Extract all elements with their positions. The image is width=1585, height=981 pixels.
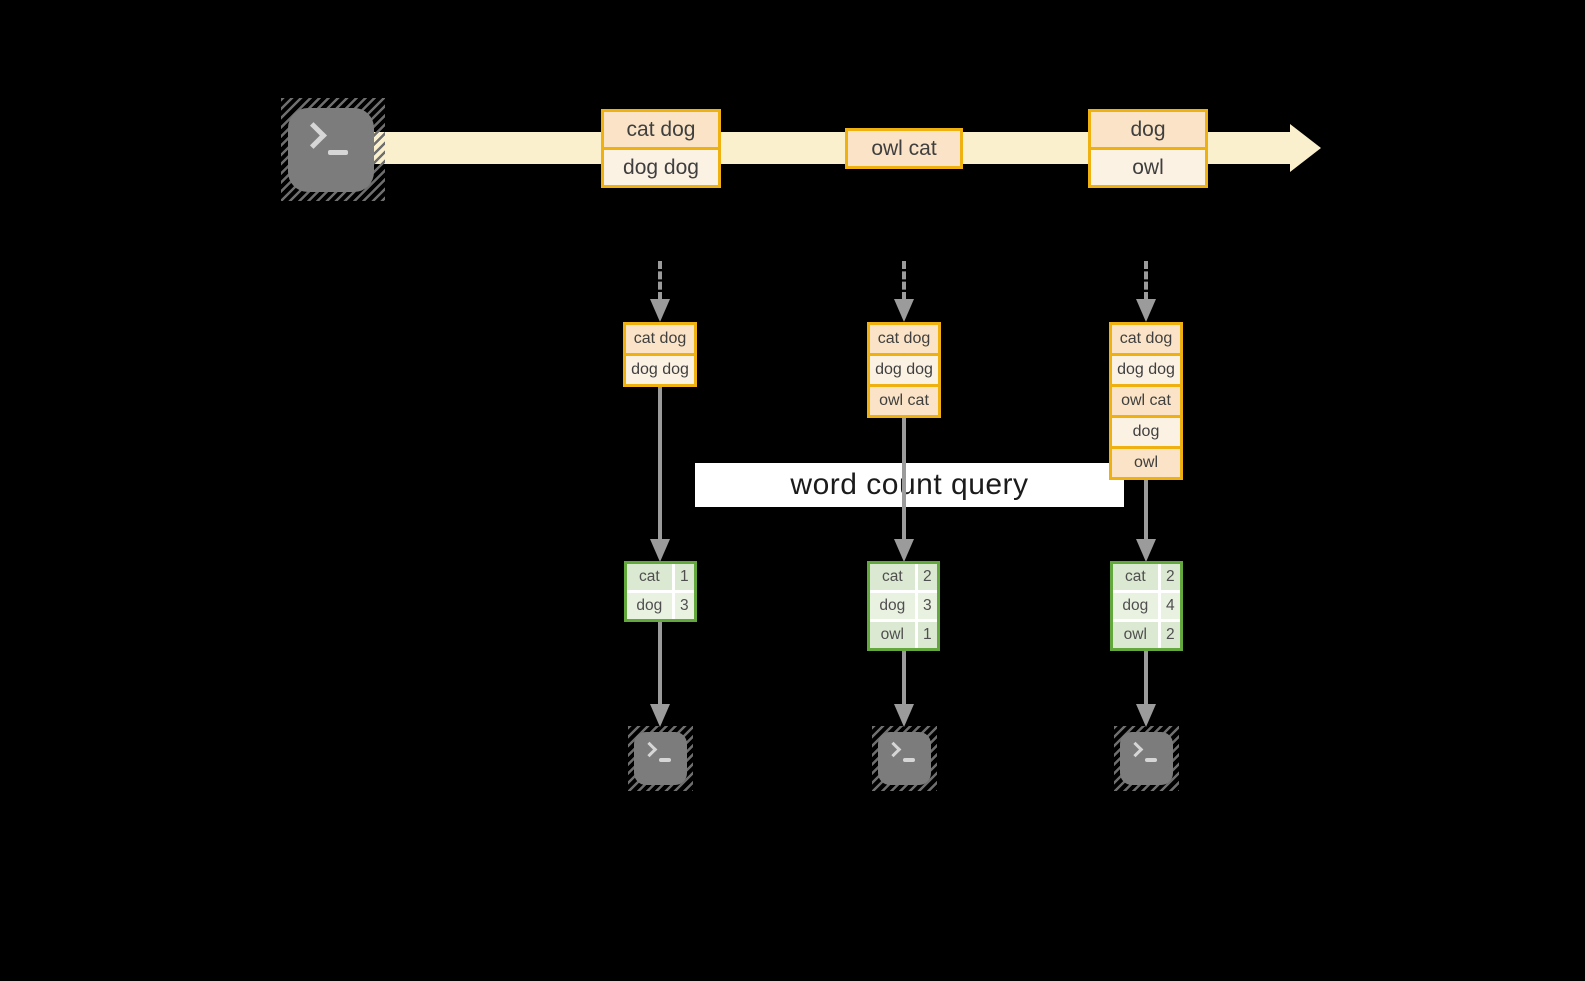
state-cell: owl cat bbox=[1112, 387, 1180, 415]
flow-arrowhead-icon bbox=[1136, 539, 1156, 562]
flow-arrowhead-icon bbox=[650, 539, 670, 562]
count-table: cat 1 dog 3 bbox=[624, 561, 697, 622]
flow-arrowhead-icon bbox=[894, 539, 914, 562]
prompt-chevron-icon bbox=[1127, 741, 1144, 758]
count-word-cell: dog bbox=[627, 593, 672, 619]
flow-arrow bbox=[902, 418, 906, 539]
sink-terminal-icon bbox=[628, 726, 693, 791]
prompt-chevron-icon bbox=[641, 741, 658, 758]
count-row: dog 3 bbox=[870, 593, 937, 619]
state-box: cat dog dog dog owl cat bbox=[867, 322, 941, 418]
stream-arrowhead-icon bbox=[1290, 124, 1321, 172]
state-cell: owl bbox=[1112, 449, 1180, 477]
count-table: cat 2 dog 3 owl 1 bbox=[867, 561, 940, 651]
dashed-arrowhead-icon bbox=[650, 299, 670, 322]
count-word-cell: cat bbox=[1113, 564, 1158, 590]
terminal-screen bbox=[878, 732, 931, 785]
flow-arrow bbox=[658, 387, 662, 539]
count-value-cell: 3 bbox=[917, 593, 937, 619]
state-box: cat dog dog dog owl cat dog owl bbox=[1109, 322, 1183, 480]
flow-arrow bbox=[902, 651, 906, 704]
dashed-arrow bbox=[902, 261, 906, 300]
stream-record-box: dog owl bbox=[1088, 109, 1208, 188]
state-cell: dog dog bbox=[626, 356, 694, 384]
flow-arrowhead-icon bbox=[894, 704, 914, 727]
count-row: owl 2 bbox=[1113, 622, 1180, 648]
state-cell: dog dog bbox=[1112, 356, 1180, 384]
terminal-screen bbox=[288, 108, 374, 192]
count-row: cat 2 bbox=[870, 564, 937, 590]
stream-record-box: owl cat bbox=[845, 128, 963, 169]
count-row: cat 2 bbox=[1113, 564, 1180, 590]
prompt-cursor-icon bbox=[659, 758, 671, 762]
stream-record-cell: owl cat bbox=[848, 131, 960, 166]
count-word-cell: owl bbox=[1113, 622, 1158, 648]
stream-record-cell: owl bbox=[1091, 150, 1205, 185]
count-row: owl 1 bbox=[870, 622, 937, 648]
state-box: cat dog dog dog bbox=[623, 322, 697, 387]
count-word-cell: cat bbox=[870, 564, 915, 590]
dashed-arrow bbox=[1144, 261, 1148, 300]
state-cell: cat dog bbox=[1112, 325, 1180, 353]
terminal-screen bbox=[1120, 732, 1173, 785]
stream-record-cell: dog dog bbox=[604, 150, 718, 185]
flow-arrow bbox=[1144, 480, 1148, 539]
count-word-cell: dog bbox=[870, 593, 915, 619]
state-cell: cat dog bbox=[626, 325, 694, 353]
count-value-cell: 2 bbox=[917, 564, 937, 590]
state-cell: dog dog bbox=[870, 356, 938, 384]
sink-terminal-icon bbox=[872, 726, 937, 791]
dashed-arrowhead-icon bbox=[1136, 299, 1156, 322]
count-value-cell: 3 bbox=[674, 593, 694, 619]
source-terminal-icon bbox=[281, 98, 385, 201]
count-row: cat 1 bbox=[627, 564, 694, 590]
stream-record-cell: cat dog bbox=[604, 112, 718, 147]
prompt-cursor-icon bbox=[1145, 758, 1157, 762]
count-value-cell: 2 bbox=[1160, 564, 1180, 590]
count-value-cell: 2 bbox=[1160, 622, 1180, 648]
flow-arrowhead-icon bbox=[650, 704, 670, 727]
count-row: dog 3 bbox=[627, 593, 694, 619]
flow-arrowhead-icon bbox=[1136, 704, 1156, 727]
count-word-cell: cat bbox=[627, 564, 672, 590]
count-word-cell: owl bbox=[870, 622, 915, 648]
stream-record-cell: dog bbox=[1091, 112, 1205, 147]
count-table: cat 2 dog 4 owl 2 bbox=[1110, 561, 1183, 651]
prompt-cursor-icon bbox=[903, 758, 915, 762]
flow-arrow bbox=[1144, 651, 1148, 704]
terminal-screen bbox=[634, 732, 687, 785]
state-cell: dog bbox=[1112, 418, 1180, 446]
stream-record-box: cat dog dog dog bbox=[601, 109, 721, 188]
prompt-cursor-icon bbox=[328, 150, 348, 155]
count-value-cell: 4 bbox=[1160, 593, 1180, 619]
sink-terminal-icon bbox=[1114, 726, 1179, 791]
count-row: dog 4 bbox=[1113, 593, 1180, 619]
count-value-cell: 1 bbox=[674, 564, 694, 590]
state-cell: owl cat bbox=[870, 387, 938, 415]
query-label: word count query bbox=[695, 463, 1124, 507]
count-value-cell: 1 bbox=[917, 622, 937, 648]
count-word-cell: dog bbox=[1113, 593, 1158, 619]
prompt-chevron-icon bbox=[300, 122, 327, 149]
dashed-arrow bbox=[658, 261, 662, 300]
dashed-arrowhead-icon bbox=[894, 299, 914, 322]
prompt-chevron-icon bbox=[885, 741, 902, 758]
state-cell: cat dog bbox=[870, 325, 938, 353]
flow-arrow bbox=[658, 622, 662, 704]
